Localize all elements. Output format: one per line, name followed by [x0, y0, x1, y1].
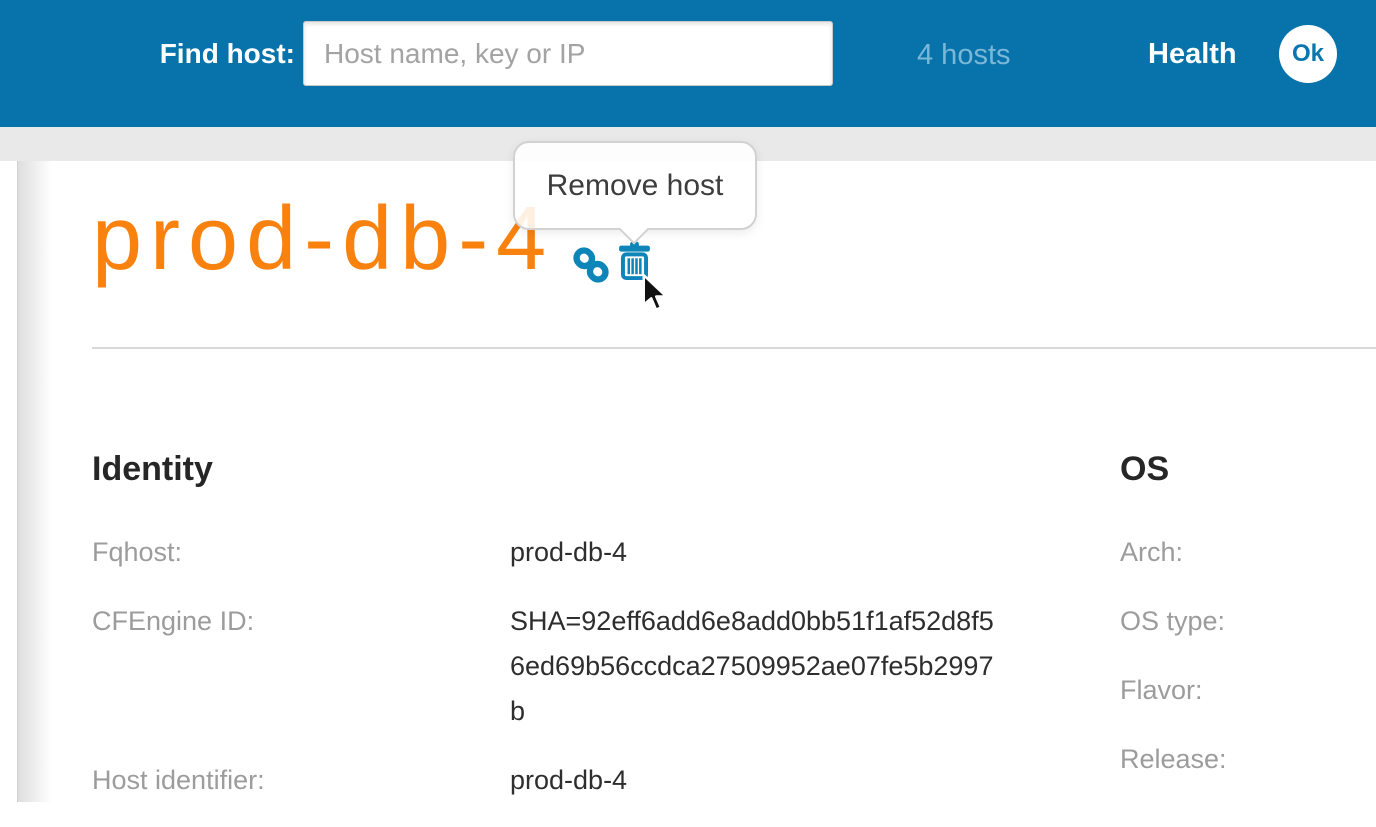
remove-host-button[interactable] [618, 241, 651, 281]
cfengine-id-value: SHA=92eff6add6e8add0bb51f1af52d8f56ed69b… [510, 606, 994, 726]
identity-heading: Identity [92, 450, 213, 488]
chain-link-icon [572, 247, 610, 287]
top-navbar: Find host: 4 hosts Health Ok [0, 0, 1376, 127]
fqhost-value: prod-db-4 [510, 537, 628, 567]
panel-left-shadow [18, 161, 52, 802]
host-search-input[interactable] [303, 21, 833, 86]
fqhost-label: Fqhost: [92, 537, 183, 567]
release-label: Release: [1120, 744, 1227, 774]
arch-label: Arch: [1120, 537, 1184, 567]
os-section: OS Arch: OS type: Flavor: Release: [1120, 448, 1370, 806]
os-row-os-type: OS type: [1120, 599, 1370, 644]
os-row-flavor: Flavor: [1120, 668, 1370, 713]
os-row-release: Release: [1120, 737, 1370, 782]
host-detail-panel [17, 161, 1376, 802]
find-host-label: Find host: [159, 38, 295, 69]
remove-host-tooltip: Remove host [513, 141, 757, 245]
section-divider [92, 347, 1376, 349]
health-label: Health [1148, 38, 1237, 70]
host-identifier-label: Host identifier: [92, 765, 265, 795]
host-identifier-value: prod-db-4 [510, 765, 628, 795]
identity-row-cfengine-id: CFEngine ID: SHA=92eff6add6e8add0bb51f1a… [92, 599, 1022, 734]
host-link-button[interactable] [572, 246, 610, 284]
os-type-label: OS type: [1120, 606, 1226, 636]
identity-row-host-identifier: Host identifier: prod-db-4 [92, 758, 1022, 803]
os-row-arch: Arch: [1120, 530, 1370, 575]
health-ok-badge[interactable]: Ok [1279, 25, 1337, 83]
trash-icon [618, 241, 651, 284]
os-heading: OS [1120, 450, 1170, 488]
tooltip-text: Remove host [546, 168, 724, 202]
flavor-label: Flavor: [1120, 675, 1203, 705]
host-title: prod-db-4 [92, 189, 555, 289]
cfengine-id-label: CFEngine ID: [92, 606, 255, 636]
hosts-count-link[interactable]: 4 hosts [917, 39, 1011, 71]
identity-row-fqhost: Fqhost: prod-db-4 [92, 530, 1022, 575]
identity-section: Identity Fqhost: prod-db-4 CFEngine ID: … [92, 448, 1022, 827]
